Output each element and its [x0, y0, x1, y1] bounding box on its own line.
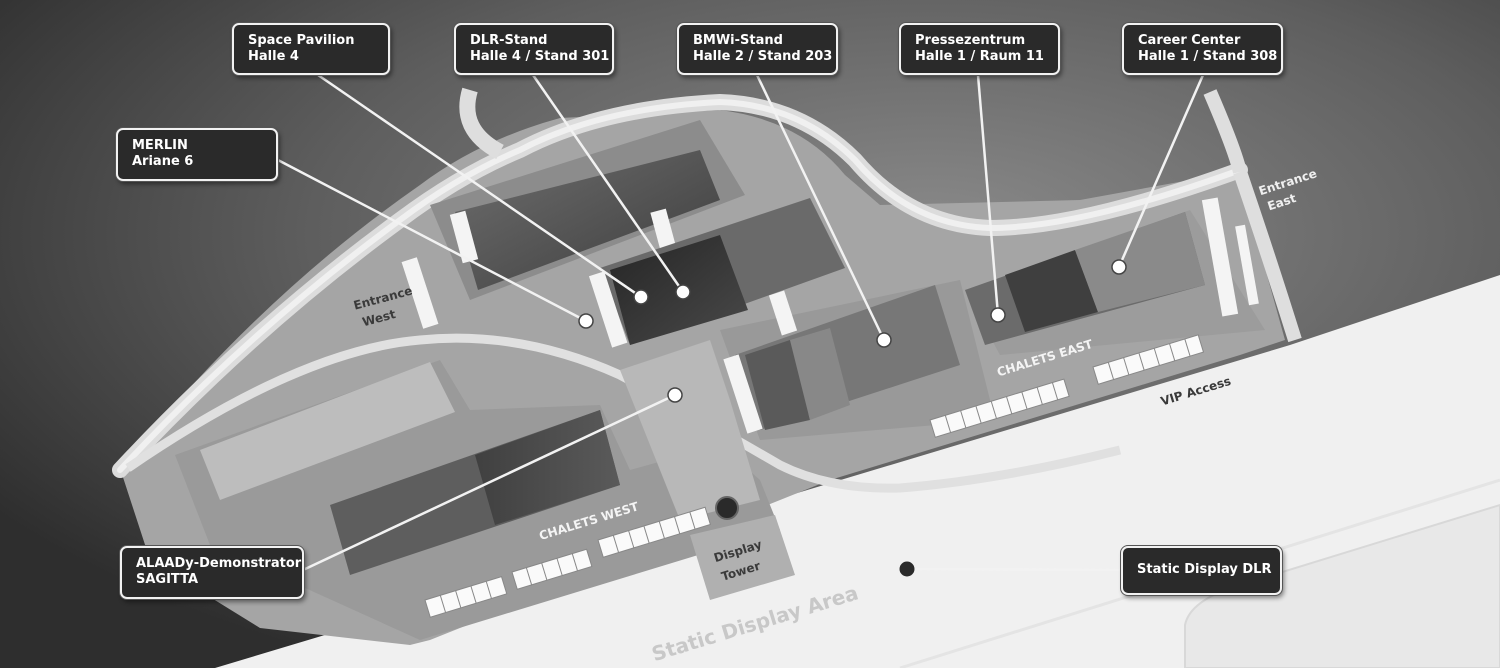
hall-west: [200, 362, 455, 500]
callout-merlin[interactable]: MERLIN Ariane 6: [116, 128, 278, 181]
callout-title: Pressezentrum: [915, 33, 1026, 48]
hall-1-light: [1075, 212, 1205, 312]
white-marker: [401, 257, 439, 329]
leader-lines: [275, 73, 1205, 572]
white-marker: [449, 210, 479, 264]
callout-bmwi-stand[interactable]: BMWi-Stand Halle 2 / Stand 203: [677, 23, 838, 75]
hall-1-dark: [1005, 250, 1098, 332]
callout-subtitle: Halle 1 / Raum 11: [915, 49, 1044, 64]
callout-space-pavilion[interactable]: Space Pavilion Halle 4: [232, 23, 390, 75]
callout-title: ALAADy-Demonstrator: [136, 556, 302, 571]
center-plaza: [620, 340, 760, 520]
callout-title: DLR-Stand: [470, 33, 548, 48]
white-marker: [723, 354, 763, 434]
callout-alaady[interactable]: ALAADy-Demonstrator SAGITTA: [120, 546, 304, 599]
perimeter-road-edge: [117, 98, 1243, 473]
chalets-west-row: [424, 575, 508, 618]
white-marker: [768, 290, 798, 336]
callout-title: BMWi-Stand: [693, 33, 783, 48]
callout-subtitle: Halle 4 / Stand 301: [470, 49, 610, 64]
callout-title: Space Pavilion: [248, 33, 355, 48]
callout-subtitle: Halle 1 / Stand 308: [1138, 49, 1278, 64]
callout-title: Static Display DLR: [1137, 562, 1272, 577]
callout-subtitle: Ariane 6: [132, 154, 194, 169]
chalets-east-row: [1092, 334, 1205, 385]
callout-subtitle: Halle 2 / Stand 203: [693, 49, 833, 64]
callout-subtitle: SAGITTA: [136, 572, 199, 587]
white-marker: [588, 271, 628, 348]
north-spur-road: [459, 87, 504, 160]
east-edge-road: [1233, 169, 1302, 343]
hall-2-section: [745, 340, 810, 430]
marker-dots: [578, 259, 1127, 577]
chalets-west-row: [597, 506, 711, 558]
callout-dlr-stand[interactable]: DLR-Stand Halle 4 / Stand 301: [454, 23, 614, 75]
display-tower-marker: [715, 496, 739, 520]
hall-4-north-roof: [455, 150, 720, 290]
chalets-west-row: [511, 548, 593, 590]
apron-shade: [1184, 503, 1500, 668]
callout-title: Career Center: [1138, 33, 1241, 48]
white-marker: [1201, 197, 1239, 317]
callout-pressezentrum[interactable]: Pressezentrum Halle 1 / Raum 11: [899, 23, 1060, 75]
callout-static-display-dlr[interactable]: Static Display DLR: [1121, 546, 1282, 595]
white-marker: [1235, 224, 1259, 306]
hall-2-section: [790, 328, 850, 420]
callout-title: MERLIN: [132, 138, 188, 153]
callout-subtitle: Halle 4: [248, 49, 299, 64]
chalets-east-row: [929, 378, 1070, 438]
callout-career-center[interactable]: Career Center Halle 1 / Stand 308: [1122, 23, 1283, 75]
display-tower-area: [690, 515, 795, 600]
east-spur-road: [1203, 89, 1247, 174]
white-marker: [650, 208, 676, 250]
